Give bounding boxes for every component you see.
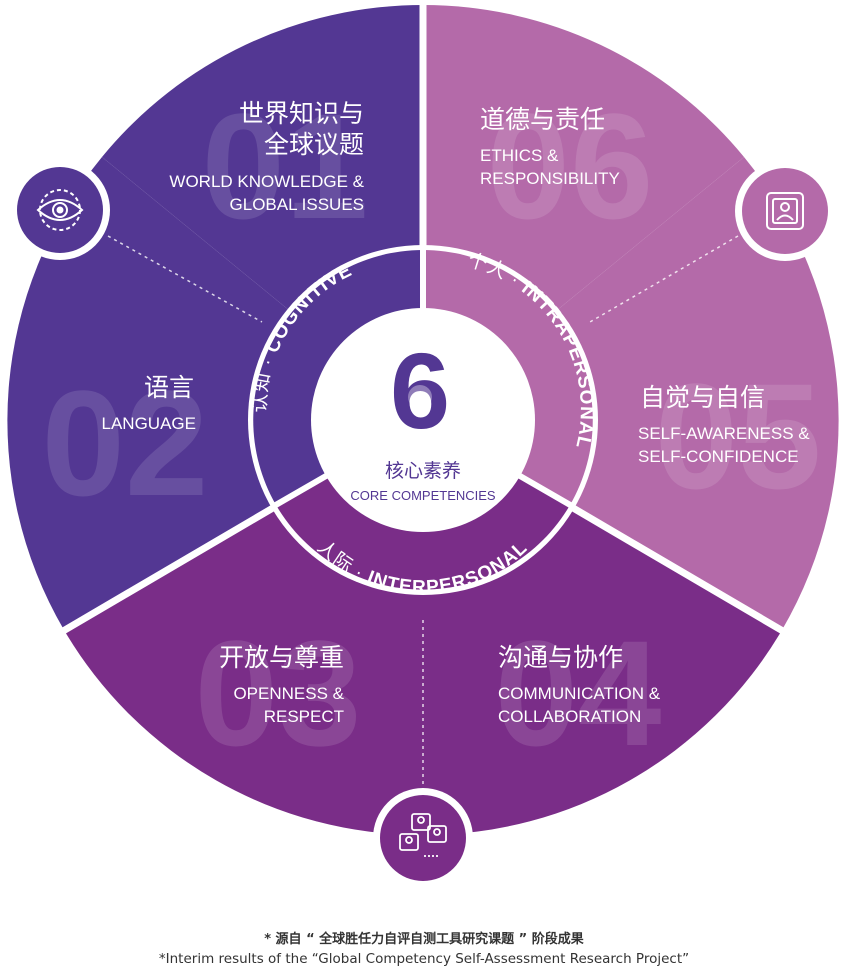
people-chat-icon — [399, 813, 447, 857]
eye-gear-icon-badge — [10, 160, 110, 260]
eye-gear-icon — [36, 189, 84, 231]
segment-04-subtitle-line-2: COLLABORATION — [498, 707, 641, 726]
ring-label-cognitive-separator: · — [257, 355, 279, 368]
segment-number-05: 05 — [655, 352, 822, 520]
segment-02-subtitle: LANGUAGE — [102, 414, 196, 433]
id-card-icon — [766, 192, 804, 230]
competency-wheel: 01 02 03 04 05 06 世界知识与 全球议题 WORLD KNOWL… — [7, 5, 839, 888]
segment-05-subtitle-line-2: SELF-CONFIDENCE — [638, 447, 799, 466]
segment-05-title: 自觉与自信 — [640, 384, 765, 412]
segment-02-language — [7, 157, 424, 630]
segment-02-title: 语言 — [144, 374, 194, 402]
segment-04-title: 沟通与协作 — [498, 644, 623, 672]
segment-03-title: 开放与尊重 — [219, 644, 344, 672]
segment-01-subtitle-line-2: GLOBAL ISSUES — [230, 195, 364, 214]
segment-06-title: 道德与责任 — [480, 106, 605, 134]
segment-01-title-line-1: 世界知识与 — [239, 100, 364, 128]
segment-06-subtitle-line-2: RESPONSIBILITY — [480, 169, 620, 188]
center-title-en: CORE COMPETENCIES — [350, 488, 496, 503]
footer-source-en: *Interim results of the “Global Competen… — [158, 951, 690, 967]
people-chat-icon-badge — [373, 788, 473, 888]
footer-source-zh: * 源自 “ 全球胜任力自评自测工具研究课题 ” 阶段成果 — [264, 932, 584, 947]
segment-number-06: 06 — [487, 82, 654, 250]
segment-number-04: 04 — [495, 609, 662, 777]
segment-04-subtitle-line-1: COMMUNICATION & — [498, 684, 661, 703]
segment-01-subtitle-line-1: WORLD KNOWLEDGE & — [169, 172, 364, 191]
six-logo-digit: 6 — [390, 330, 450, 451]
segment-number-03: 03 — [195, 609, 362, 777]
segment-03-subtitle-line-1: OPENNESS & — [233, 684, 344, 703]
dotted-connectors — [107, 235, 739, 796]
center-circle — [311, 308, 535, 532]
id-card-icon-badge — [735, 161, 835, 261]
segment-number-01: 01 — [202, 82, 369, 250]
segment-06-subtitle-line-1: ETHICS & — [480, 146, 559, 165]
segment-03-subtitle-line-2: RESPECT — [264, 707, 344, 726]
segment-05-self-awareness — [423, 157, 839, 630]
segment-number-02: 02 — [42, 359, 209, 527]
six-logo-icon: 6 — [390, 330, 450, 451]
ring-label-interpersonal-separator: · — [351, 562, 367, 584]
center-title-zh: 核心素养 — [385, 460, 461, 482]
segment-05-subtitle-line-1: SELF-AWARENESS & — [638, 424, 810, 443]
segment-01-title-line-2: 全球议题 — [264, 131, 364, 159]
